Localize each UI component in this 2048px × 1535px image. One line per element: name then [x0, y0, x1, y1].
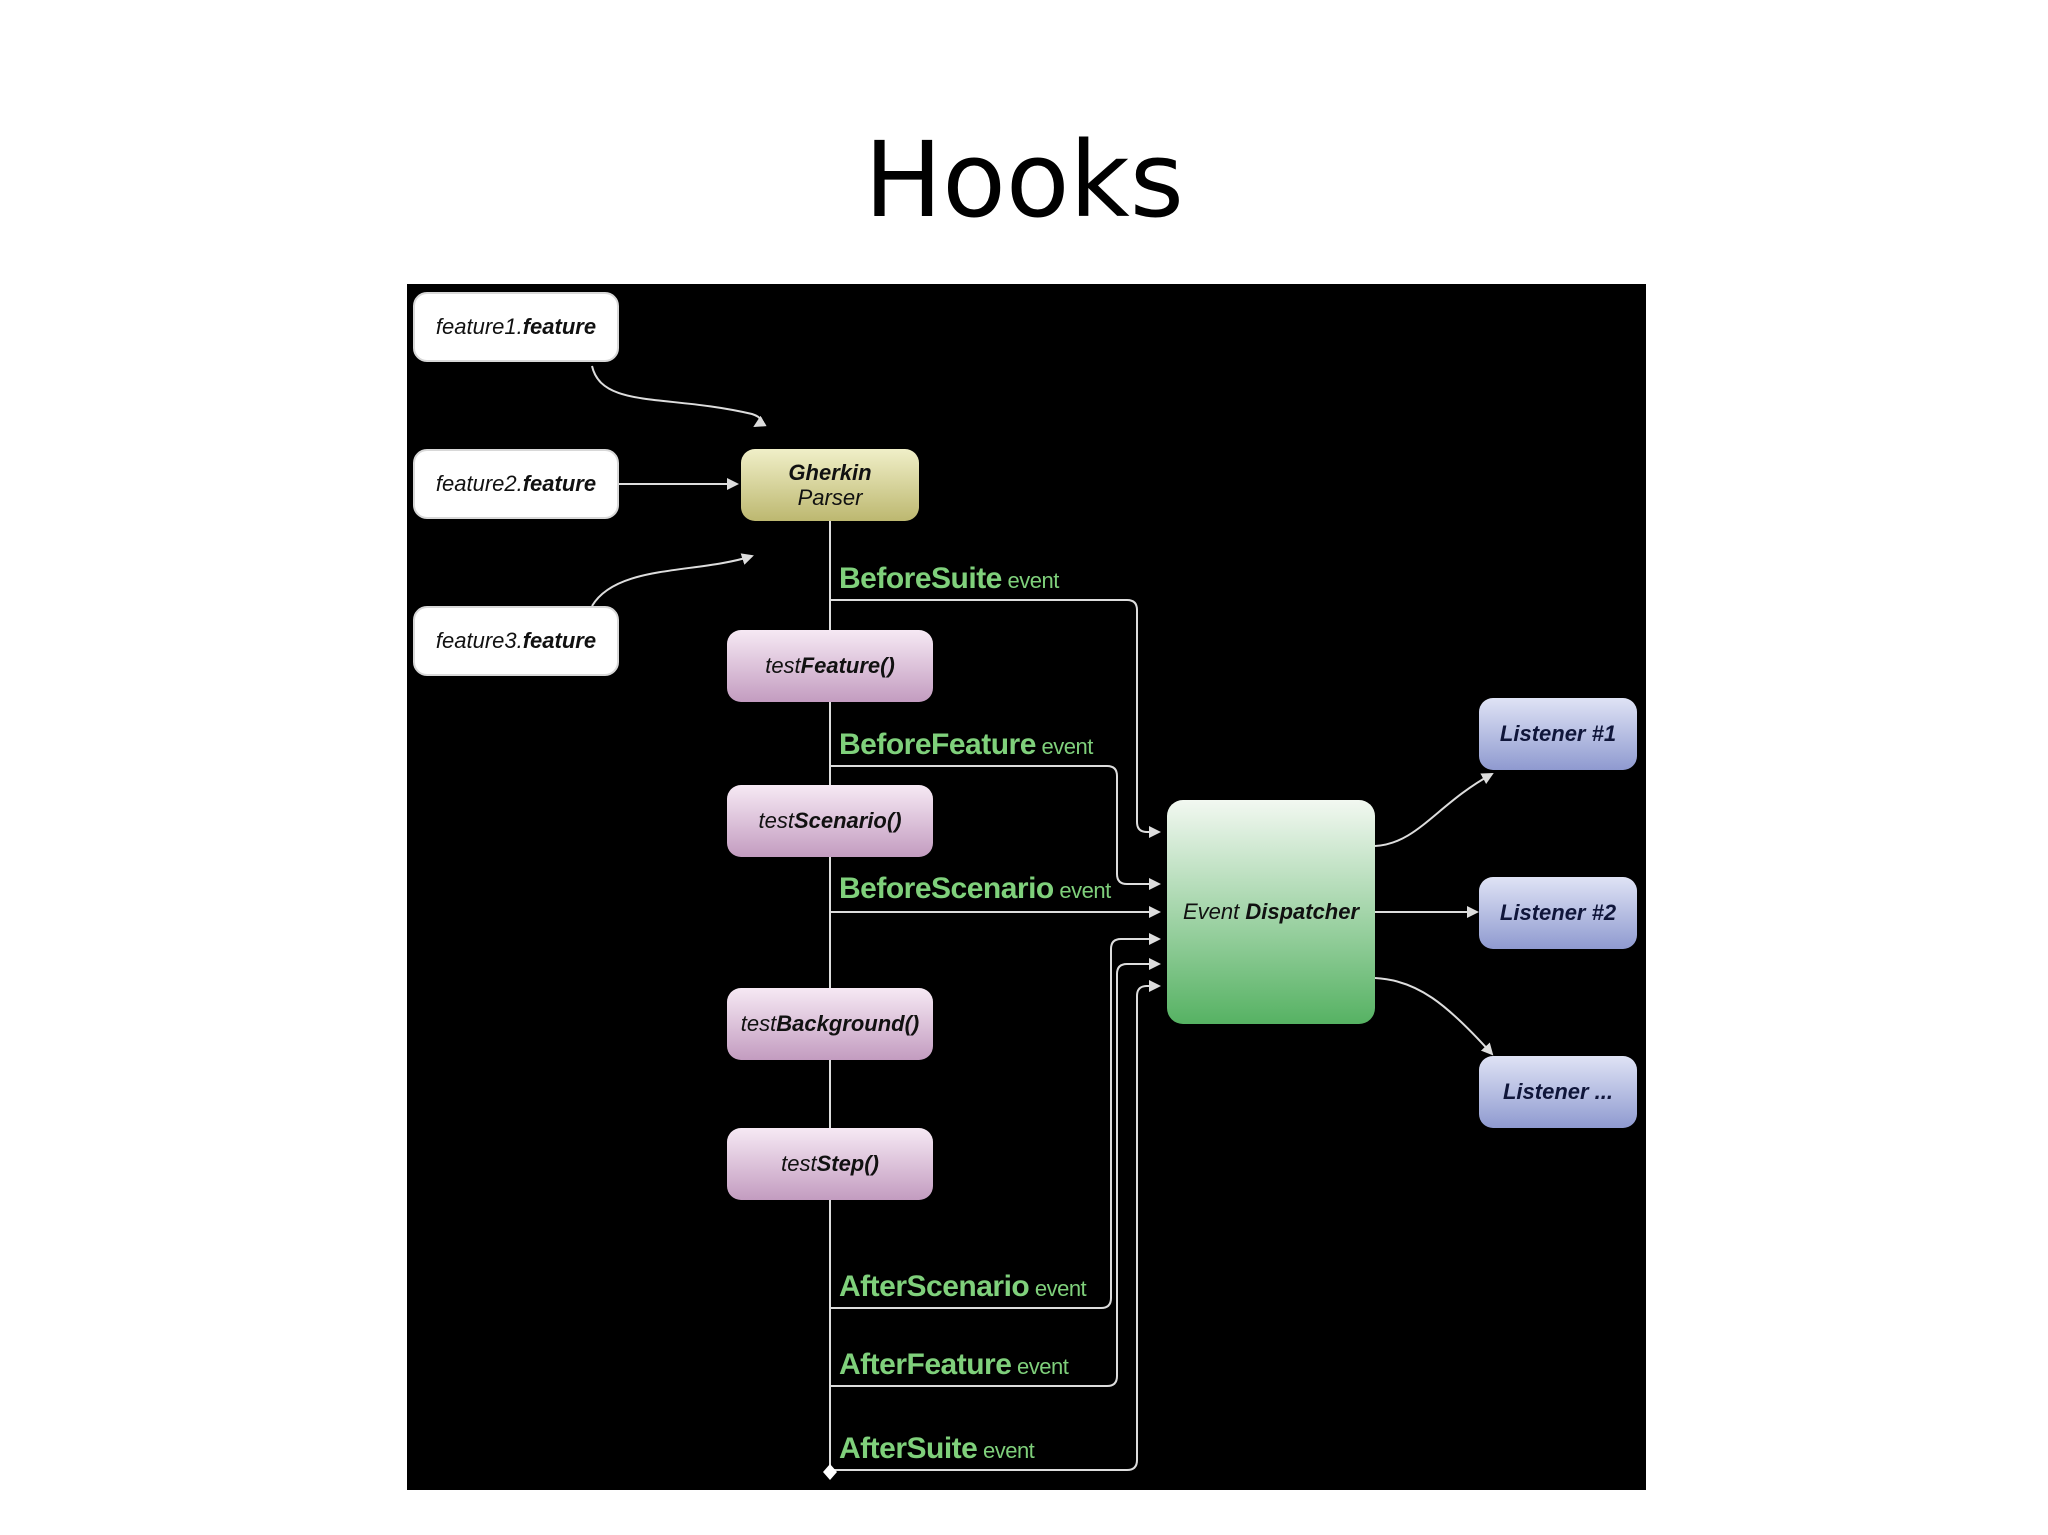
- event-before-suite: BeforeSuite event: [839, 562, 1059, 595]
- listener-2-node: Listener #2: [1479, 877, 1637, 949]
- listener-1-node: Listener #1: [1479, 698, 1637, 770]
- file3-to-parser-arrow: [591, 553, 754, 607]
- event-after-scenario: AfterScenario event: [839, 1270, 1087, 1303]
- dispatcher-to-listener3-arrow: [1374, 977, 1494, 1056]
- hooks-diagram: feature1.feature feature2.feature featur…: [407, 284, 1646, 1490]
- beforefeature-wire: [830, 765, 1161, 890]
- method-test-scenario: testScenario(): [727, 785, 933, 857]
- afterfeature-wire: [830, 958, 1161, 1387]
- event-before-scenario: BeforeScenario event: [839, 872, 1111, 905]
- beforesuite-wire: [830, 599, 1161, 838]
- event-after-feature: AfterFeature event: [839, 1348, 1069, 1381]
- method-test-background: testBackground(): [727, 988, 933, 1060]
- listener-3-node: Listener ...: [1479, 1056, 1637, 1128]
- flow-end-marker: [823, 1464, 837, 1480]
- slide-title: Hooks: [864, 119, 1184, 241]
- connector-lines: [591, 365, 1494, 1480]
- feature-file-1: feature1.feature: [413, 292, 619, 362]
- file1-to-parser-arrow: [591, 365, 767, 428]
- afterscenario-wire: [830, 933, 1161, 1309]
- feature-file-3: feature3.feature: [413, 606, 619, 676]
- gherkin-parser-node: Gherkin Parser: [741, 449, 919, 521]
- dispatcher-to-listener1-arrow: [1374, 773, 1494, 847]
- event-after-suite: AfterSuite event: [839, 1432, 1035, 1465]
- method-test-step: testStep(): [727, 1128, 933, 1200]
- method-test-feature: testFeature(): [727, 630, 933, 702]
- feature-file-2: feature2.feature: [413, 449, 619, 519]
- event-before-feature: BeforeFeature event: [839, 728, 1093, 761]
- event-dispatcher-node: Event Dispatcher: [1167, 800, 1375, 1024]
- aftersuite-wire: [830, 980, 1161, 1471]
